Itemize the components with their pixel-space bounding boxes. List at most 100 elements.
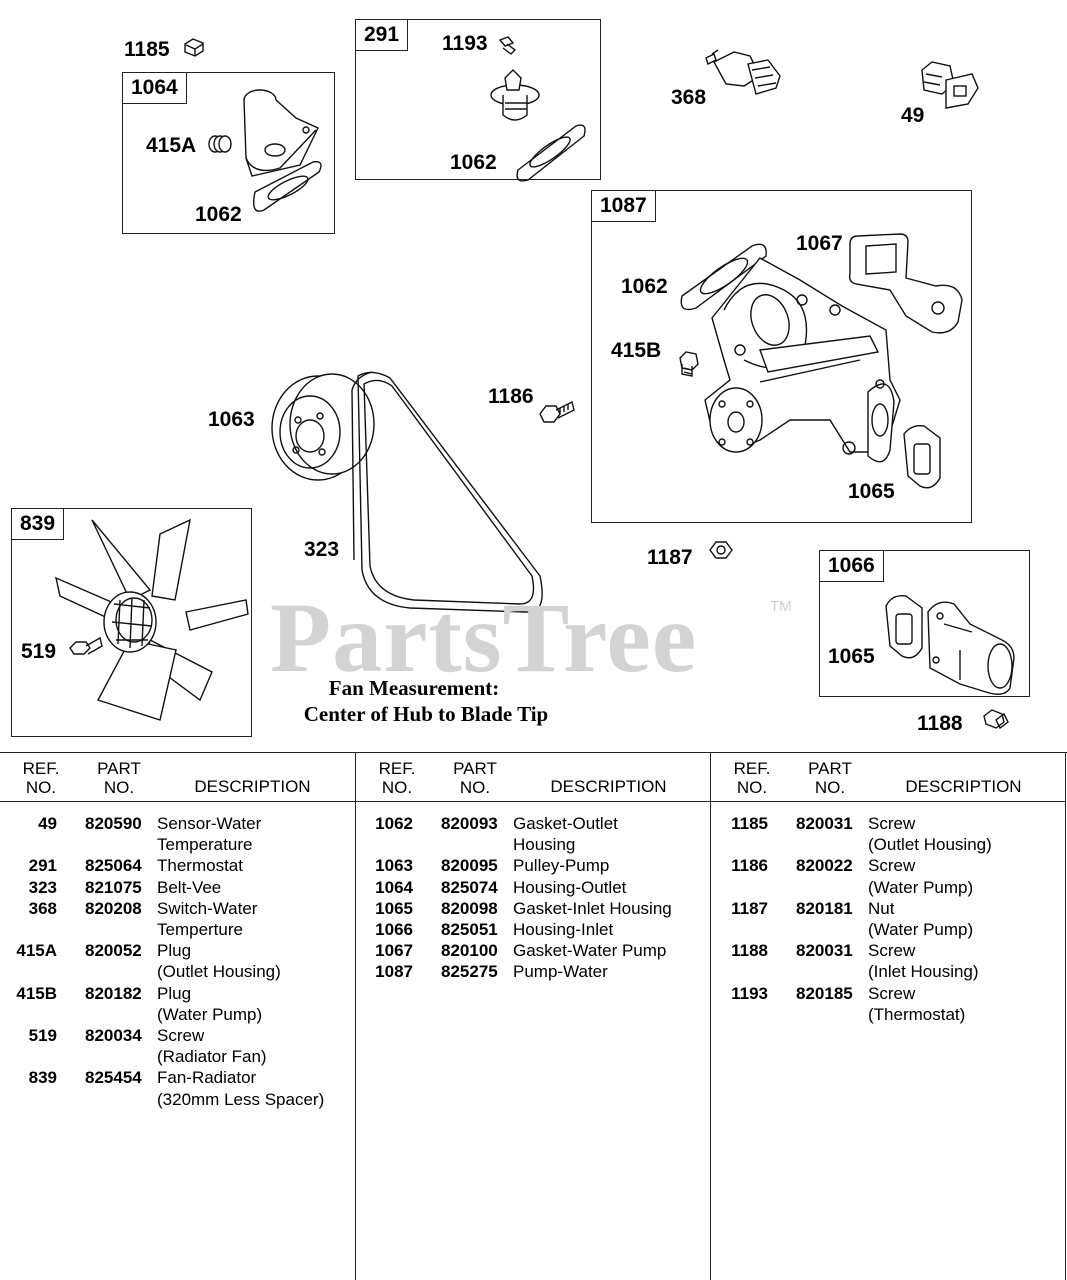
- description-line: Housing-Outlet: [513, 877, 627, 897]
- exploded-parts-diagram: [55, 36, 1015, 730]
- ref-number: 1063: [375, 856, 413, 876]
- part-description: Screw(Water Pump): [868, 855, 1065, 897]
- ref-number: 1185: [731, 814, 768, 833]
- description-line: Screw: [868, 814, 916, 833]
- description-line: Switch-Water: [157, 898, 258, 918]
- header-ref: REF.NO.: [731, 759, 773, 797]
- ref-number: 1188: [731, 941, 768, 961]
- part-number: 820022: [796, 856, 853, 876]
- table-row: 1187 820181 Nut(Water Pump): [711, 898, 1065, 940]
- callout-1067: 1067: [796, 232, 843, 255]
- callout-1062-thermostat: 1062: [450, 151, 497, 174]
- radiator-fan-box: 839: [11, 508, 252, 737]
- part-number: 820181: [796, 898, 853, 918]
- callout-415b: 415B: [611, 339, 662, 362]
- description-line: Screw: [868, 941, 916, 961]
- fan-measurement-note-line2: Center of Hub to Blade Tip: [303, 702, 549, 726]
- part-description: Screw(Radiator Fan): [157, 1025, 355, 1067]
- box-label-839: 839: [12, 509, 65, 540]
- callout-415a: 415A: [146, 134, 197, 157]
- header-description: DESCRIPTION: [905, 777, 1022, 796]
- radiator-fan-art: [55, 518, 249, 721]
- description-line: (Thermostat): [868, 1004, 966, 1024]
- header-ref-line2: NO.: [25, 778, 57, 797]
- description-line: (320mm Less Spacer): [157, 1089, 325, 1109]
- part-description: Screw(Inlet Housing): [868, 940, 1065, 982]
- thermostat-box: 291: [355, 19, 601, 180]
- header-part-line1: PART: [97, 759, 141, 778]
- description-line: Sensor-Water: [157, 814, 262, 833]
- outlet-housing-art: [208, 89, 322, 212]
- part-description: Screw (Outlet Housing): [868, 813, 1065, 855]
- ref-number: 1193: [731, 983, 768, 1003]
- description-line: Nut: [868, 898, 895, 918]
- part-description: Nut(Water Pump): [868, 898, 1065, 940]
- header-part-line2: NO.: [459, 778, 491, 797]
- outlet-housing-box: 1064: [122, 72, 335, 234]
- part-description: Plug(Water Pump): [157, 983, 355, 1025]
- header-description: DESCRIPTION: [550, 777, 667, 796]
- callout-323: 323: [304, 538, 340, 561]
- part-number: 820098: [441, 898, 498, 918]
- description-line: Screw: [868, 856, 916, 876]
- description-line: (Outlet Housing): [868, 835, 992, 855]
- part-description: Screw(Thermostat): [868, 983, 1065, 1025]
- header-ref-line2: NO.: [381, 778, 413, 797]
- box-label-1066: 1066: [820, 551, 884, 582]
- part-number: 820034: [85, 1026, 142, 1046]
- part-description: Pulley-Pump: [513, 855, 711, 876]
- ref-number: 368: [28, 898, 57, 918]
- part-number: 825064: [85, 856, 142, 876]
- ref-number: 839: [28, 1068, 57, 1088]
- header-part-line2: NO.: [103, 778, 135, 797]
- part-number: 820185: [796, 983, 853, 1003]
- thermostat-art: [490, 69, 586, 182]
- description-line: Gasket-Outlet: [513, 814, 618, 833]
- description-line: Housing-Inlet: [513, 920, 614, 940]
- box-label-291: 291: [356, 20, 409, 51]
- ref-number: 1187: [731, 898, 768, 918]
- description-line: Belt-Vee: [157, 877, 222, 897]
- ref-number: 1186: [731, 856, 768, 876]
- header-ref-line2: NO.: [736, 778, 768, 797]
- description-line: (Inlet Housing): [868, 962, 979, 982]
- description-line: Gasket-Water Pump: [513, 941, 667, 961]
- trademark-mark: TM: [770, 598, 792, 615]
- part-description: Belt-Vee: [157, 877, 355, 898]
- description-line: Thermostat: [157, 856, 243, 876]
- ref-number: 1062: [375, 814, 413, 833]
- header-ref: REF.NO.: [376, 759, 418, 797]
- description-line: Gasket-Inlet Housing: [513, 898, 672, 918]
- description-line: Pulley-Pump: [513, 856, 610, 876]
- description-line: Temperture: [157, 920, 243, 940]
- part-number: 825074: [441, 877, 498, 897]
- description-line: (Water Pump): [157, 1004, 263, 1024]
- screw-1193-art: [498, 36, 517, 55]
- callout-1185: 1185: [124, 38, 170, 61]
- callout-1062-pump: 1062: [621, 275, 668, 298]
- water-pump-box: 1087: [591, 190, 972, 523]
- part-description: Housing-Outlet: [513, 877, 711, 898]
- callout-1188: 1188: [917, 712, 963, 735]
- callout-1065-inlet: 1065: [828, 645, 875, 668]
- callout-368: 368: [671, 86, 707, 109]
